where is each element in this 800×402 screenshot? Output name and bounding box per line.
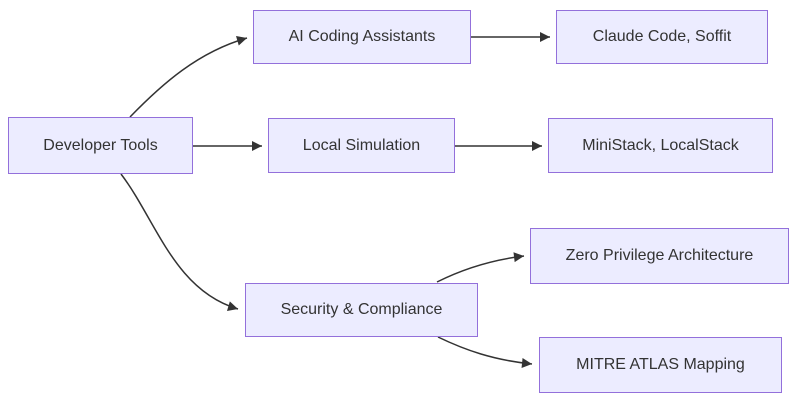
node-developer-tools-label: Developer Tools xyxy=(43,136,158,154)
node-mitre-atlas-mapping-label: MITRE ATLAS Mapping xyxy=(576,356,745,374)
node-ai-coding-assistants: AI Coding Assistants xyxy=(253,10,471,64)
node-ministack-localstack-label: MiniStack, LocalStack xyxy=(582,136,739,154)
edge-security-compliance-to-zero-privilege-architecture xyxy=(436,252,525,283)
edge-developer-tools-to-security-compliance xyxy=(120,173,239,311)
node-ministack-localstack: MiniStack, LocalStack xyxy=(548,118,773,173)
node-security-compliance: Security & Compliance xyxy=(245,283,478,337)
node-mitre-atlas-mapping: MITRE ATLAS Mapping xyxy=(539,337,782,393)
node-local-simulation-label: Local Simulation xyxy=(302,136,421,154)
node-security-compliance-label: Security & Compliance xyxy=(280,301,443,319)
node-zero-privilege-architecture: Zero Privilege Architecture xyxy=(530,228,789,284)
edge-developer-tools-to-ai-coding-assistants xyxy=(129,35,248,118)
node-zero-privilege-architecture-label: Zero Privilege Architecture xyxy=(565,247,754,265)
node-claude-code-soffit-label: Claude Code, Soffit xyxy=(592,28,732,46)
edge-security-compliance-to-mitre-atlas-mapping xyxy=(437,336,533,368)
node-ai-coding-assistants-label: AI Coding Assistants xyxy=(288,28,436,46)
node-developer-tools: Developer Tools xyxy=(8,117,193,174)
node-claude-code-soffit: Claude Code, Soffit xyxy=(556,10,768,64)
node-local-simulation: Local Simulation xyxy=(268,118,455,173)
